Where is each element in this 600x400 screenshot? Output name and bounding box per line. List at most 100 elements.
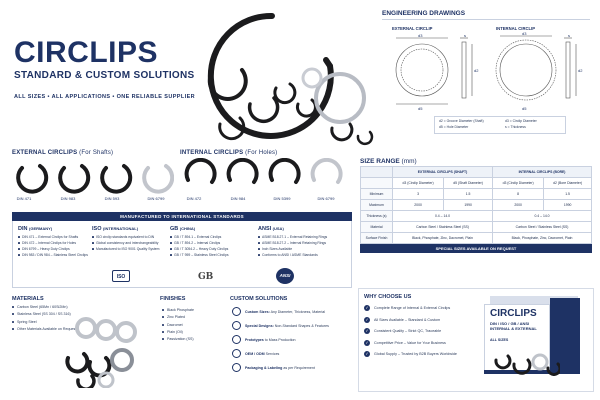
list-item: Passivation (SS) xyxy=(162,337,222,342)
standard-item: ISO circlip standards equivalent to DIN xyxy=(92,235,172,239)
dim-d2-external: d2 xyxy=(474,68,479,73)
dim-d3-external: d3 xyxy=(418,33,423,38)
standard-ansi: ANSI (USA) ASME B18.27.1 – External Reta… xyxy=(258,226,338,259)
dim-s-external: s xyxy=(464,33,466,38)
finishes-title: FINISHES xyxy=(160,296,186,302)
why-choose-title: WHY CHOOSE US xyxy=(364,294,412,300)
standard-item: Global consistency and interchangeabilit… xyxy=(92,241,172,245)
table-row: Thickness (s) 0.4 – 14.0 0.4 – 14.0 xyxy=(360,210,592,222)
size-range-title: SIZE RANGE (mm) xyxy=(360,158,417,165)
dim-d5-external: d5 xyxy=(418,106,423,111)
external-label-row: DIN 471 DIN 983 DIN 593 DIN 6799 xyxy=(2,196,178,201)
list-item: ✓Consistent Quality – Strict QC, Traceab… xyxy=(364,328,442,335)
external-drawing-label: EXTERNAL CIRCLIP xyxy=(392,26,433,31)
internal-circlips-heading: INTERNAL CIRCLIPS (For Holes) xyxy=(180,150,278,156)
external-circlips-heading: EXTERNAL CIRCLIPS (For Shafts) xyxy=(12,150,114,156)
custom-solutions-title: CUSTOM SOLUTIONS xyxy=(230,296,288,302)
external-circlips-images xyxy=(16,164,174,194)
hero-tagline: ALL SIZES • ALL APPLICATIONS • ONE RELIA… xyxy=(14,94,196,100)
iso-logo: ISO xyxy=(112,270,130,282)
list-item: ✓All Sizes Available – Standard & Custom xyxy=(364,316,441,323)
check-icon: ✓ xyxy=(364,316,370,323)
list-item: Carbon Steel (65Mn / 60Si2Mn) xyxy=(12,305,152,310)
label-din-6799-int: DIN 6799 xyxy=(317,196,335,201)
table-subheader: d5 (Shaft Diameter) xyxy=(443,177,494,189)
list-item: Stainless Steel (SS 304 / SS 316) xyxy=(12,312,152,317)
table-subheader: d3 (Circlip Diameter) xyxy=(391,177,445,189)
standard-item: ASME B18.27.1 – External Retaining Rings xyxy=(258,235,338,239)
standard-item: DIN 6799 – Heavy Duty Circlips xyxy=(18,247,98,251)
standard-item: Conforms to ANSI / ASME Standards xyxy=(258,253,338,257)
internal-drawing-label: INTERNAL CIRCLIP xyxy=(496,26,536,31)
page-title: CIRCLIPS xyxy=(14,36,159,69)
standard-item: GB / T 3054.2 – Heavy Duty Circlips xyxy=(170,247,250,251)
gb-logo: GB xyxy=(198,272,214,282)
materials-circlips-image xyxy=(65,317,137,388)
hero-subtitle: STANDARD & CUSTOM SOLUTIONS xyxy=(14,70,195,81)
table-row: Maximum 2000 1990 2000 1990 xyxy=(360,199,592,211)
factory-icon xyxy=(232,349,241,358)
drawings-divider xyxy=(382,19,590,20)
size-range-footer: SPECIAL SIZES AVAILABLE ON REQUEST xyxy=(360,244,592,253)
dim-d2-internal: d2 xyxy=(578,68,583,73)
drawings-legend: d2 = Groove Diameter (Shaft) d3 = Circli… xyxy=(434,116,566,134)
check-icon: ✓ xyxy=(364,339,370,346)
list-item: Packaging & Labeling as per Requirement xyxy=(232,363,352,372)
list-item: Dacromet xyxy=(162,323,222,328)
custom-solutions-list: Custom Sizes: Any Diameter, Thickness, M… xyxy=(232,307,352,377)
materials-title: MATERIALS xyxy=(12,296,44,302)
standard-item: Inch Sizes Available xyxy=(258,247,338,251)
label-din-5399: DIN 5399 xyxy=(273,196,291,201)
list-item: Spring Steel xyxy=(12,320,152,325)
standard-din: DIN (GERMANY) DIN 471 – External Circlip… xyxy=(18,226,98,259)
standard-item: DIN 983 / DIN 984 – Stainless Steel Circ… xyxy=(18,253,98,257)
drawings-title: ENGINEERING DRAWINGS xyxy=(382,10,466,17)
table-header: EXTERNAL CIRCLIPS (SHAFT) xyxy=(391,166,494,178)
why-choose-panel xyxy=(358,288,594,392)
label-din-472: DIN 472 xyxy=(186,196,202,201)
product-box-sizes: ALL SIZES xyxy=(490,338,509,342)
hero-circlips-image xyxy=(207,12,374,146)
product-box-side xyxy=(550,298,580,374)
size-range-table: EXTERNAL CIRCLIPS (SHAFT) INTERNAL CIRCL… xyxy=(360,166,592,244)
ansi-logo: ANSI xyxy=(276,268,294,284)
product-box-top xyxy=(490,296,578,304)
list-item: Other Materials Available on Request xyxy=(12,327,152,332)
standard-item: Manufactured to ISO 9001 Quality System xyxy=(92,247,172,251)
list-item: Plain (Oil) xyxy=(162,330,222,335)
standards-header: MANUFACTURED TO INTERNATIONAL STANDARDS xyxy=(12,212,352,221)
standard-iso: ISO (INTERNATIONAL) ISO circlip standard… xyxy=(92,226,172,253)
table-row: Surface Finish Black, Phosphate, Zinc, D… xyxy=(360,232,592,244)
standard-item: GB / T 894.2 – Internal Circlips xyxy=(170,241,250,245)
list-item: ✓Complete Range of Internal & External C… xyxy=(364,305,451,311)
label-din-983: DIN 983 xyxy=(60,196,76,201)
label-din-471: DIN 471 xyxy=(16,196,32,201)
package-icon xyxy=(232,363,241,372)
check-icon: ✓ xyxy=(364,305,370,311)
table-header: INTERNAL CIRCLIPS (BORE) xyxy=(492,166,592,178)
list-item: Prototypes to Mass Production xyxy=(232,335,352,344)
design-icon xyxy=(232,321,241,330)
finishes-list: Black Phosphate Zinc Plated Dacromet Pla… xyxy=(162,308,222,344)
table-subheader: d2 (Bore Diameter) xyxy=(543,177,592,189)
standard-item: ASME B18.27.2 – Internal Retaining Rings xyxy=(258,241,338,245)
engineering-drawing xyxy=(395,35,577,105)
list-item: Custom Sizes: Any Diameter, Thickness, M… xyxy=(232,307,352,316)
product-box-subtitle: DIN / ISO / GB / ANSI INTERNAL & EXTERNA… xyxy=(490,321,537,332)
materials-list: Carbon Steel (65Mn / 60Si2Mn) Stainless … xyxy=(12,305,152,334)
check-icon: ✓ xyxy=(364,351,370,358)
label-din-6799-ext: DIN 6799 xyxy=(147,196,165,201)
standard-item: DIN 472 – Internal Circlips for Holes xyxy=(18,241,98,245)
ruler-icon xyxy=(232,307,241,316)
list-item: Black Phosphate xyxy=(162,308,222,313)
product-box-title: CIRCLIPS xyxy=(490,308,537,319)
list-item: ✓Competitive Price – Value for Your Busi… xyxy=(364,339,446,346)
dim-s-internal: s xyxy=(568,33,570,38)
standard-item: GB / T 894.1 – External Circlips xyxy=(170,235,250,239)
standard-gb: GB (CHINA) GB / T 894.1 – External Circl… xyxy=(170,226,250,259)
gear-icon xyxy=(232,335,241,344)
table-row: Material Carbon Steel / Stainless Steel … xyxy=(360,221,592,233)
list-item: Zinc Plated xyxy=(162,315,222,320)
standard-item: GB / T 959 – Stainless Steel Circlips xyxy=(170,253,250,257)
label-din-984: DIN 984 xyxy=(230,196,246,201)
